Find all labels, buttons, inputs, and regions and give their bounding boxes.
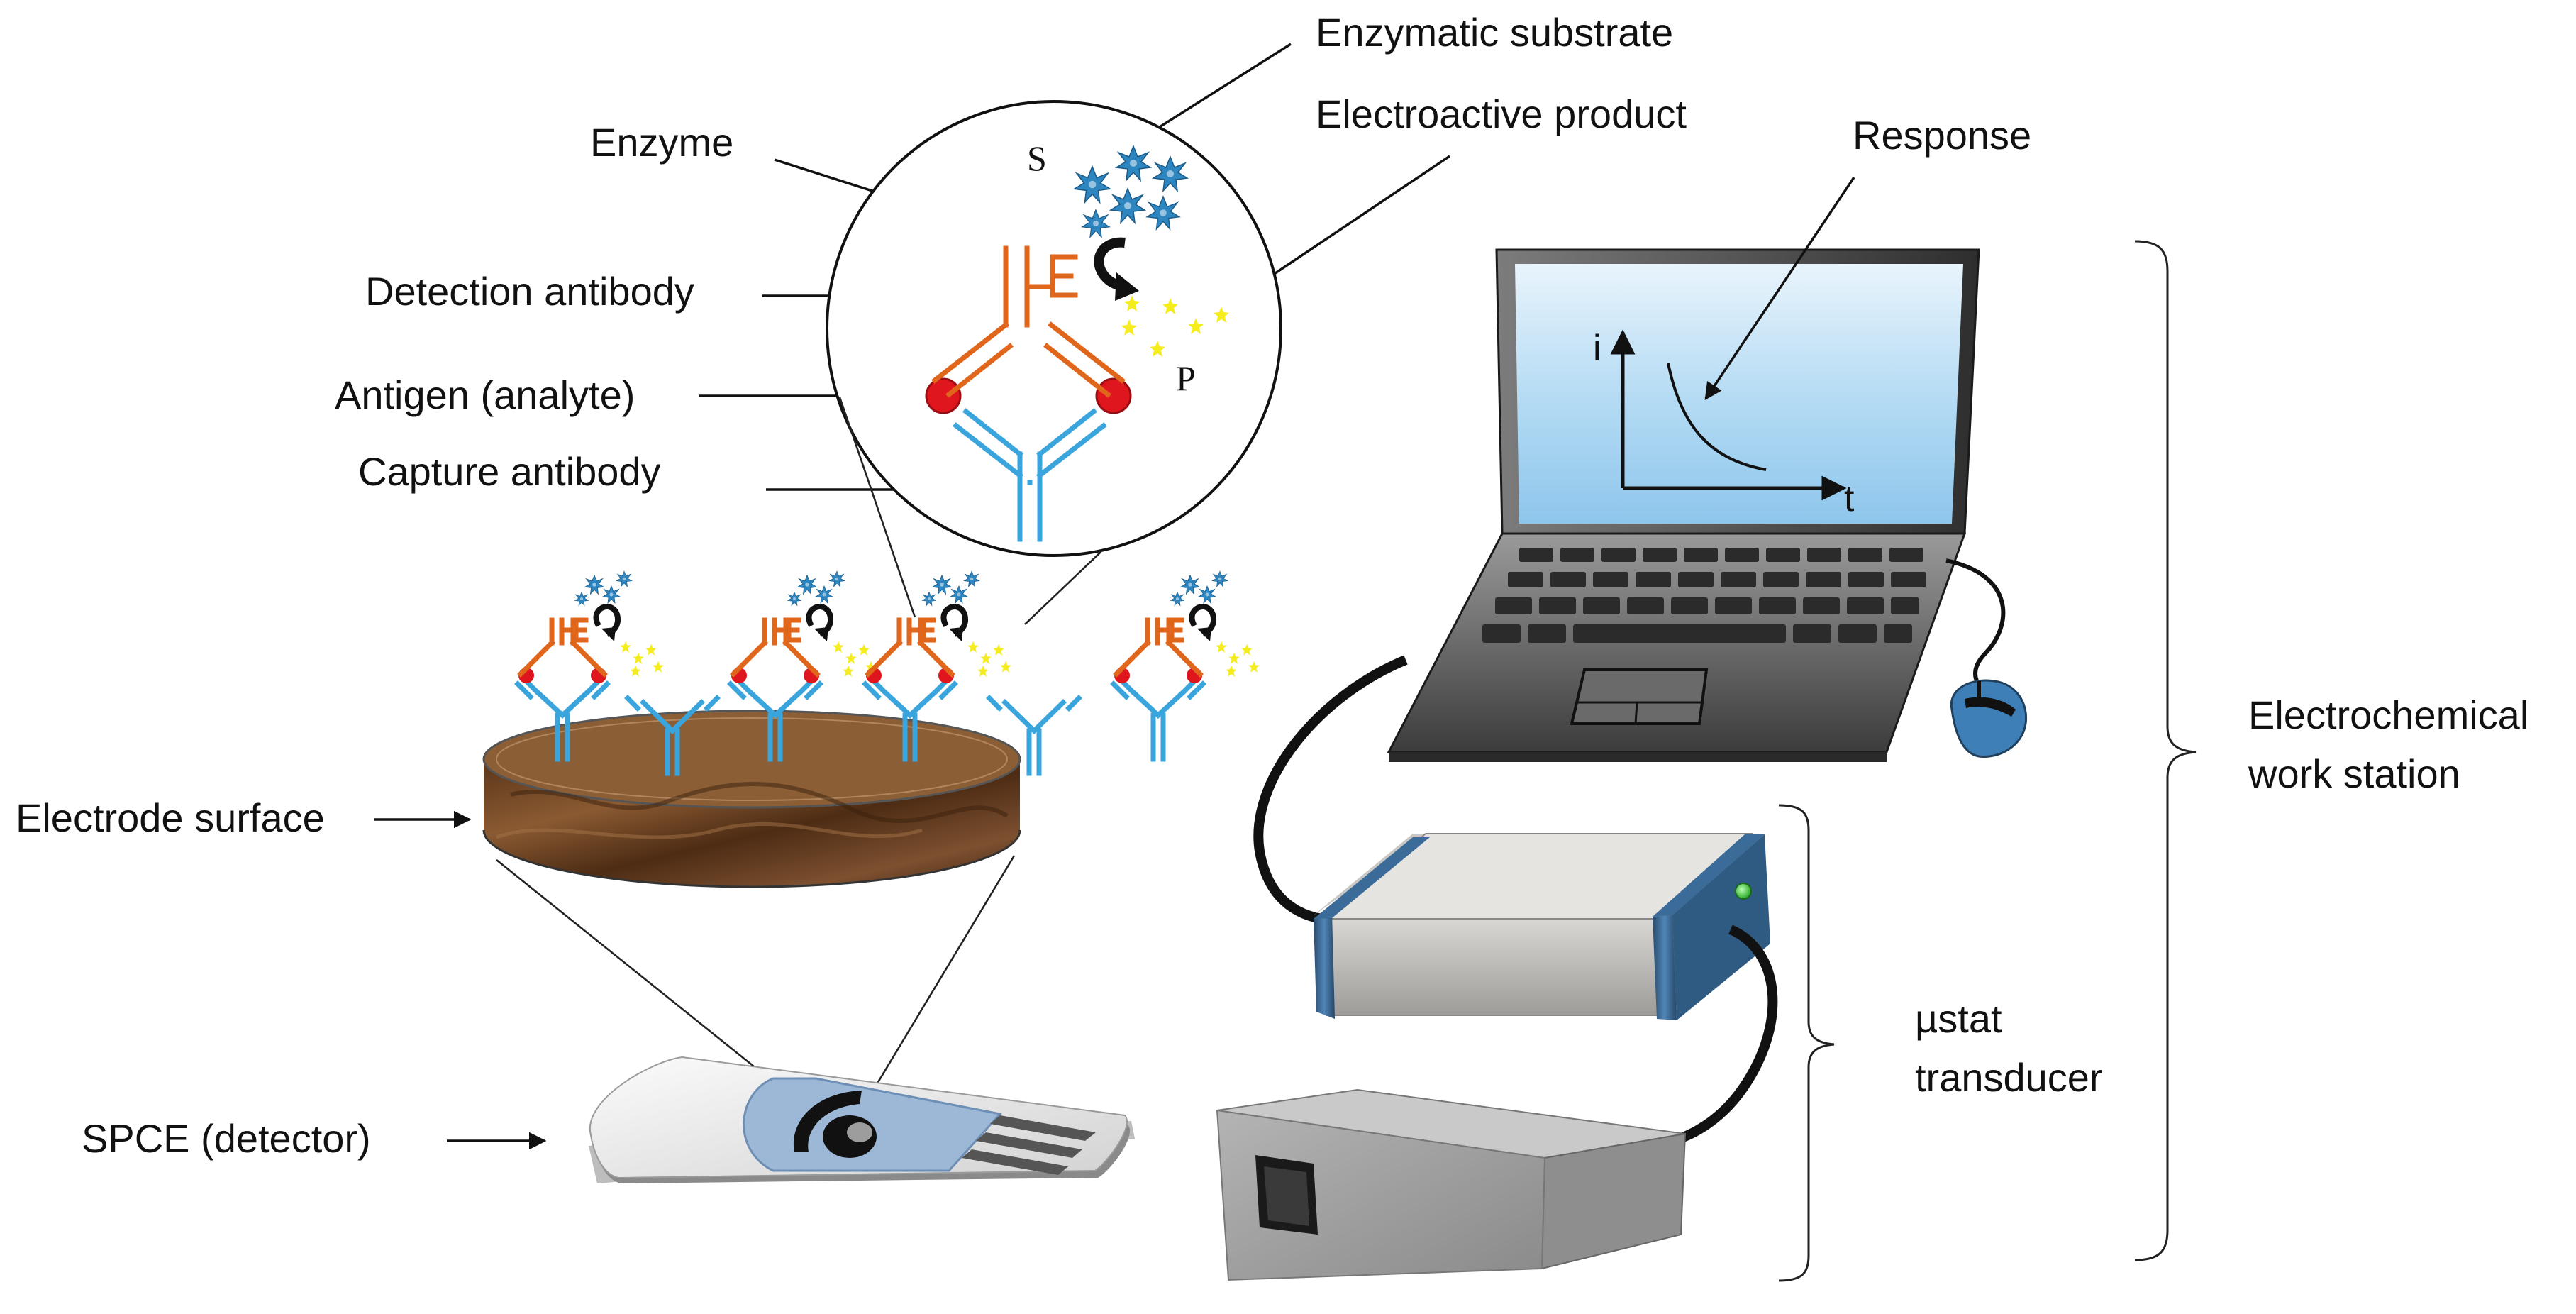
detection-antibody-label: Detection antibody [365,269,694,314]
laptop-screen [1515,264,1963,524]
antigen-label: Antigen (analyte) [335,372,635,417]
electrode-surface [482,710,1021,888]
potentiostat [1314,833,1770,1020]
capture-antibody-label: Capture antibody [358,449,661,494]
substrate-symbol: S [1027,138,1047,178]
x-axis-label: t [1844,478,1855,519]
keyboard [1482,548,1926,643]
enzymatic-substrate-label: Enzymatic substrate [1316,10,1673,55]
electrode-surface-label: Electrode surface [16,795,325,840]
electroactive-product-label: Electroactive product [1316,92,1687,136]
spce-label: SPCE (detector) [82,1116,371,1161]
product-symbol: P [1176,358,1196,398]
enzyme-label-e [1050,254,1078,298]
antigen-molecules [925,377,1132,414]
laptop-cable [1253,655,1408,925]
ustat-label-line2: transducer [1915,1055,2103,1100]
enzymatic-substrate-arrow [1138,43,1292,140]
mouse [1950,679,2028,758]
ustat-label-line1: µstat [1915,996,2002,1041]
capture-antibody [953,408,1107,542]
workstation-label-line1: Electrochemical [2248,692,2528,737]
y-axis-label: i [1593,328,1601,369]
transducer-cable [1667,924,1778,1147]
workstation-brace [2134,240,2197,1261]
detection-antibody [931,245,1126,398]
response-graph: i t [1593,328,1855,519]
turnover-arrow-icon [1094,237,1139,301]
response-arrow [1704,177,1855,401]
touchpad [1570,668,1709,725]
transducer [1216,1088,1687,1281]
ustat-brace [1778,804,1835,1282]
response-label: Response [1853,113,2031,158]
laptop: i t [1387,248,1980,762]
immunoassay-inset: S P [826,100,1282,625]
enzyme-label: Enzyme [590,120,733,165]
status-led [1735,883,1752,900]
mouse-cable [1945,558,2006,694]
workstation-label-line2: work station [2248,751,2460,796]
spce-strip [589,1056,1135,1183]
